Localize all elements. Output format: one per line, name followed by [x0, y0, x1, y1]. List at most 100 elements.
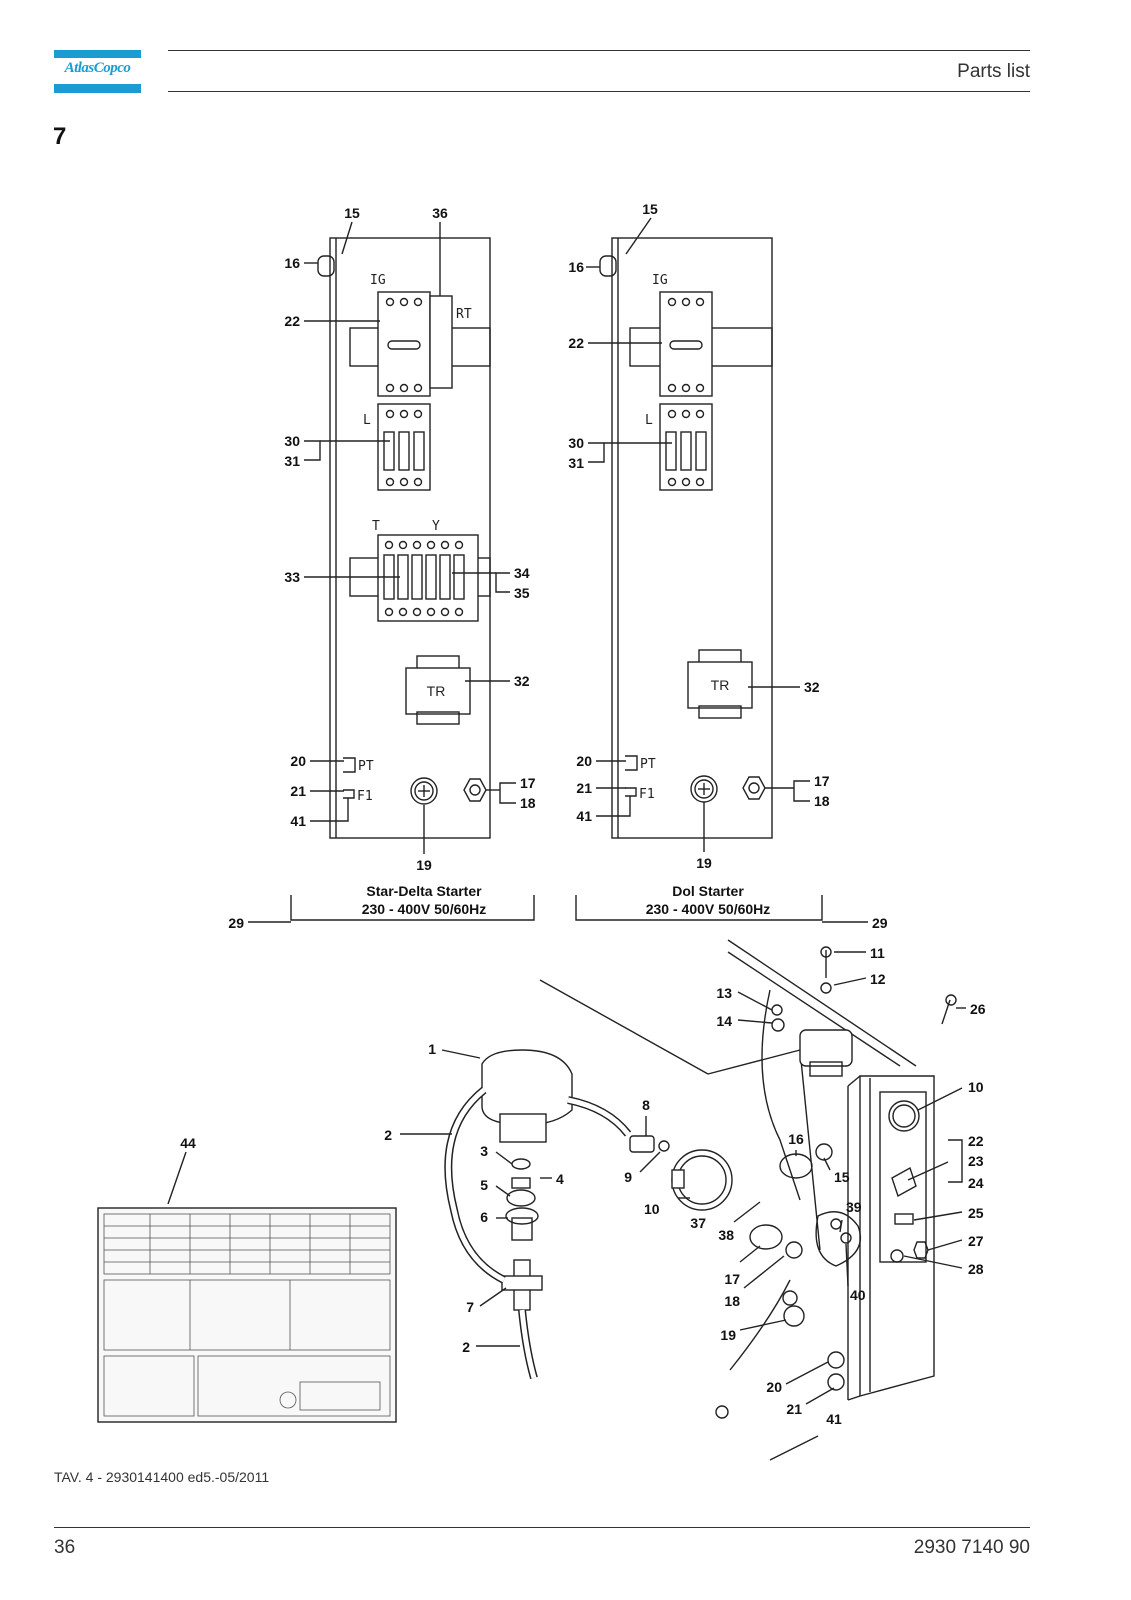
- marking-tr: TR: [711, 677, 730, 693]
- callout-31: 31: [284, 453, 300, 469]
- marking-y: Y: [432, 519, 440, 534]
- document-number: 2930 7140 90: [913, 1537, 1030, 1558]
- star-delta-labels: 15 36 16 22 30 31 33 34 35 32 20 21 41 1…: [228, 205, 535, 931]
- callout-14: 14: [716, 1013, 732, 1029]
- footer-rule: [54, 1527, 1030, 1528]
- callout-15: 15: [642, 201, 658, 217]
- callout-16: 16: [284, 255, 300, 271]
- callout-21: 21: [786, 1401, 802, 1417]
- callout-10: 10: [644, 1201, 660, 1217]
- callout-17: 17: [724, 1271, 740, 1287]
- callout-31: 31: [568, 455, 584, 471]
- atlas-copco-logo: AtlasCopco: [54, 50, 141, 95]
- callout-22: 22: [568, 335, 584, 351]
- callout-29-left: 29: [228, 915, 244, 931]
- marking-rt: RT: [456, 307, 472, 322]
- callout-16: 16: [788, 1131, 804, 1147]
- callout-37: 37: [690, 1215, 706, 1231]
- callout-41: 41: [290, 813, 306, 829]
- callout-30: 30: [568, 435, 584, 451]
- callout-21: 21: [576, 780, 592, 796]
- callout-30: 30: [284, 433, 300, 449]
- page-title: Parts list: [957, 61, 1030, 82]
- callout-16: 16: [568, 259, 584, 275]
- callout-18: 18: [724, 1293, 740, 1309]
- callout-21: 21: [290, 783, 306, 799]
- callout-2: 2: [384, 1127, 392, 1143]
- brand-text: AtlasCopco: [64, 60, 131, 76]
- callout-13: 13: [716, 985, 732, 1001]
- marking-ig: IG: [370, 273, 386, 288]
- header-rule-top: [168, 50, 1030, 51]
- callout-29-right: 29: [872, 915, 888, 931]
- callout-20: 20: [576, 753, 592, 769]
- callout-18: 18: [814, 793, 830, 809]
- header-rule-bottom: [168, 91, 1030, 92]
- callout-32: 32: [804, 679, 820, 695]
- marking-pt: PT: [640, 757, 656, 772]
- star-delta-panel: [248, 221, 535, 923]
- callout-41: 41: [576, 808, 592, 824]
- marking-l: L: [645, 413, 653, 428]
- callout-19: 19: [696, 855, 712, 871]
- caption-dol-voltage: 230 - 400V 50/60Hz: [646, 901, 771, 917]
- callout-15: 15: [834, 1169, 850, 1185]
- callout-1: 1: [428, 1041, 436, 1057]
- marking-ig: IG: [652, 273, 668, 288]
- callout-15: 15: [344, 205, 360, 221]
- marking-f1: F1: [639, 787, 655, 802]
- callout-10b: 10: [968, 1079, 984, 1095]
- dol-panel: [575, 217, 868, 923]
- callout-18: 18: [520, 795, 536, 811]
- callout-9: 9: [624, 1169, 632, 1185]
- callout-32: 32: [514, 673, 530, 689]
- callout-27: 27: [968, 1233, 984, 1249]
- callout-19: 19: [416, 857, 432, 873]
- caption-dol: Dol Starter: [672, 883, 744, 899]
- callout-17: 17: [520, 775, 536, 791]
- caption-star-delta-voltage: 230 - 400V 50/60Hz: [362, 901, 487, 917]
- marking-pt: PT: [358, 759, 374, 774]
- callout-8: 8: [642, 1097, 650, 1113]
- section-number: 7: [53, 123, 67, 150]
- callout-11: 11: [870, 945, 885, 961]
- callout-24: 24: [968, 1175, 984, 1191]
- assembly-labels: 1 2 3 4 5 6 7 2 8 9 10 10 11 12 13 14 16…: [180, 945, 986, 1427]
- marking-t: T: [372, 519, 380, 534]
- callout-28: 28: [968, 1261, 984, 1277]
- callout-17: 17: [814, 773, 830, 789]
- callout-3: 3: [480, 1143, 488, 1159]
- callout-33: 33: [284, 569, 300, 585]
- callout-7: 7: [466, 1299, 474, 1315]
- page-number: 36: [54, 1537, 76, 1558]
- callout-5: 5: [480, 1177, 488, 1193]
- callout-4: 4: [556, 1171, 564, 1187]
- callout-41: 41: [826, 1411, 842, 1427]
- dol-labels: 15 16 22 30 31 32 20 21 41 17 18 19 IG L…: [568, 201, 887, 931]
- callout-40: 40: [850, 1287, 866, 1303]
- marking-tr: TR: [427, 683, 446, 699]
- callout-23: 23: [968, 1153, 984, 1169]
- callout-39: 39: [846, 1199, 862, 1215]
- callout-6: 6: [480, 1209, 488, 1225]
- caption-star-delta: Star-Delta Starter: [366, 883, 482, 899]
- callout-44: 44: [180, 1135, 196, 1151]
- callout-12: 12: [870, 971, 886, 987]
- marking-f1: F1: [357, 789, 373, 804]
- callout-26: 26: [970, 1001, 986, 1017]
- callout-25: 25: [968, 1205, 984, 1221]
- wiring-schematic-sheet: [97, 1207, 397, 1423]
- marking-l: L: [363, 413, 371, 428]
- callout-22: 22: [968, 1133, 984, 1149]
- callout-20: 20: [290, 753, 306, 769]
- callout-20: 20: [766, 1379, 782, 1395]
- callout-2b: 2: [462, 1339, 470, 1355]
- callout-19: 19: [720, 1327, 736, 1343]
- drawing-reference: TAV. 4 - 2930141400 ed5.-05/2011: [54, 1469, 270, 1485]
- callout-22: 22: [284, 313, 300, 329]
- assembly-drawing: [167, 939, 966, 1461]
- callout-36: 36: [432, 205, 448, 221]
- callout-35: 35: [514, 585, 530, 601]
- callout-38: 38: [718, 1227, 734, 1243]
